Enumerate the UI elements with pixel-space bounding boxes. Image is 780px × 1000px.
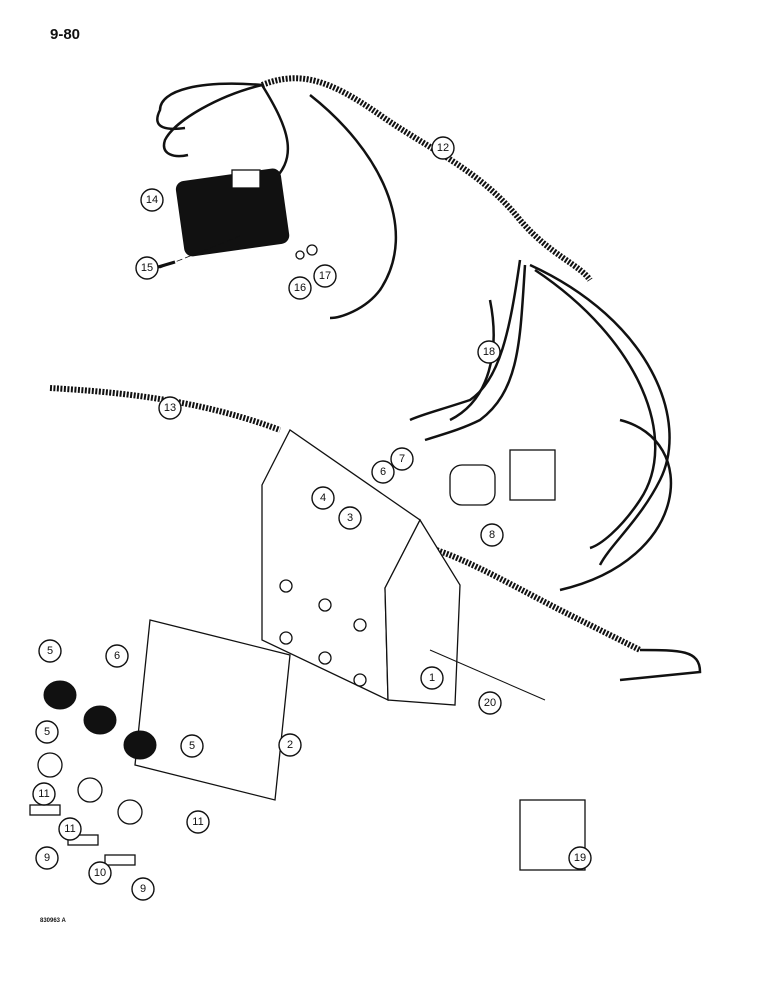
callout-18: 18 xyxy=(477,340,501,364)
callout-2: 2 xyxy=(278,733,302,757)
callout-7: 7 xyxy=(390,447,414,471)
svg-text:5: 5 xyxy=(44,726,50,738)
wires-18 xyxy=(424,264,527,442)
wires-18 xyxy=(449,299,495,422)
callout-17: 17 xyxy=(313,264,337,288)
callout-16: 16 xyxy=(288,276,312,300)
wire xyxy=(156,82,263,131)
svg-text:4: 4 xyxy=(320,492,326,504)
svg-text:1: 1 xyxy=(429,672,435,684)
callout-11: 11 xyxy=(58,817,82,841)
callout-6: 6 xyxy=(105,644,129,668)
svg-text:20: 20 xyxy=(484,697,496,709)
switch-8 xyxy=(509,449,556,501)
callout-5: 5 xyxy=(38,639,62,663)
svg-text:17: 17 xyxy=(319,270,331,282)
svg-text:13: 13 xyxy=(164,402,176,414)
callout-11: 11 xyxy=(32,782,56,806)
svg-text:5: 5 xyxy=(47,645,53,657)
harness-lower xyxy=(429,545,642,653)
svg-text:18: 18 xyxy=(483,346,495,358)
callout-20: 20 xyxy=(478,691,502,715)
harness-13 xyxy=(49,385,282,433)
callout-12: 12 xyxy=(431,136,455,160)
relay-connector xyxy=(231,169,261,189)
nut-17 xyxy=(306,244,318,256)
svg-text:11: 11 xyxy=(38,788,49,800)
page-number: 9-80 xyxy=(50,26,81,43)
svg-text:10: 10 xyxy=(94,867,106,879)
svg-text:2: 2 xyxy=(287,739,293,751)
callout-5: 5 xyxy=(180,734,204,758)
switch-7 xyxy=(449,464,496,506)
wires-18 xyxy=(409,259,522,422)
callout-9: 9 xyxy=(131,877,155,901)
svg-text:19: 19 xyxy=(574,852,586,864)
svg-text:15: 15 xyxy=(141,262,153,274)
callout-3: 3 xyxy=(338,506,362,530)
bracket-side xyxy=(384,518,461,706)
washer-16 xyxy=(295,250,305,260)
callout-6-top: 6 xyxy=(371,460,395,484)
svg-text:11: 11 xyxy=(192,816,203,828)
callout-19: 19 xyxy=(568,846,592,870)
wire xyxy=(309,94,398,320)
svg-text:7: 7 xyxy=(399,453,405,465)
wires-18 xyxy=(529,263,671,566)
callout-13: 13 xyxy=(158,396,182,420)
svg-text:3: 3 xyxy=(347,512,353,524)
callout-10: 10 xyxy=(88,861,112,885)
callout-8: 8 xyxy=(480,523,504,547)
callout-9: 9 xyxy=(35,846,59,870)
knobs-5 xyxy=(43,680,157,760)
callout-5: 5 xyxy=(35,720,59,744)
svg-text:9: 9 xyxy=(140,883,146,895)
svg-text:11: 11 xyxy=(64,823,75,835)
callout-4: 4 xyxy=(311,486,335,510)
wire xyxy=(559,418,673,592)
svg-text:6: 6 xyxy=(380,466,386,478)
svg-text:12: 12 xyxy=(437,142,449,154)
svg-text:16: 16 xyxy=(294,282,306,294)
callout-1: 1 xyxy=(420,666,444,690)
harness-12 xyxy=(260,75,593,282)
wire xyxy=(619,648,702,682)
callout-15: 15 xyxy=(135,256,159,280)
figure-code: 830963 A xyxy=(40,918,66,924)
callout-14: 14 xyxy=(140,188,164,212)
fuse-holders-11 xyxy=(37,752,143,825)
svg-text:6: 6 xyxy=(114,650,120,662)
callout-11: 11 xyxy=(186,810,210,834)
svg-text:8: 8 xyxy=(489,529,495,541)
wires-18 xyxy=(534,268,657,550)
svg-text:14: 14 xyxy=(146,194,158,206)
svg-text:5: 5 xyxy=(189,740,195,752)
relay-14 xyxy=(175,168,290,257)
wire xyxy=(162,83,263,158)
decal-panel-2 xyxy=(134,619,291,801)
svg-text:9: 9 xyxy=(44,852,50,864)
